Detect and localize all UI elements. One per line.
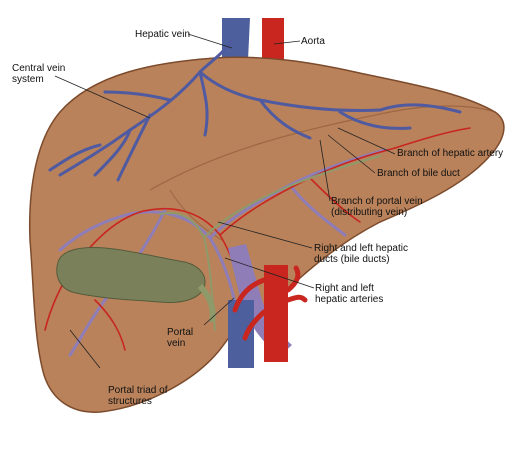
leader-branch-bile-duct <box>327 134 376 174</box>
leader-hepatic-arteries <box>224 257 315 289</box>
liver-upper-ridge <box>149 105 496 191</box>
aorta-lower <box>264 265 288 362</box>
label-hepatic-arteries: Right and left hepatic arteries <box>315 283 384 305</box>
common-bile-duct <box>197 284 216 323</box>
leader-branch-portal-vein <box>319 139 331 202</box>
leader-branch-hepatic-artery <box>337 127 396 155</box>
label-branch-portal-vein: Branch of portal vein (distributing vein… <box>331 196 423 218</box>
leader-portal-vein <box>203 297 235 326</box>
label-portal-vein: Portal vein <box>167 327 194 349</box>
label-branch-hepatic-artery: Branch of hepatic artery <box>397 148 504 159</box>
leader-central-vein <box>54 75 151 119</box>
leader-lines <box>54 33 396 369</box>
aortic-branches <box>232 265 308 341</box>
label-branch-bile-duct: Branch of bile duct <box>377 168 460 179</box>
inferior-vena-cava-upper <box>222 18 250 60</box>
hepatic-vein-branches <box>48 38 462 182</box>
leader-hepatic-ducts <box>217 221 313 249</box>
leader-portal-triad <box>69 329 101 369</box>
leader-aorta <box>273 40 301 45</box>
label-central-vein-system: Central vein system <box>12 63 66 85</box>
liver-lobe-fold <box>169 189 223 241</box>
label-hepatic-vein: Hepatic vein <box>135 29 191 40</box>
leader-hepatic-vein <box>187 33 233 49</box>
label-hepatic-ducts: Right and left hepatic ducts (bile ducts… <box>314 243 408 265</box>
label-portal-triad: Portal triad of structures <box>108 385 168 407</box>
liver-body <box>28 56 505 413</box>
label-aorta: Aorta <box>301 36 325 47</box>
inferior-vena-cava-lower <box>228 300 254 368</box>
